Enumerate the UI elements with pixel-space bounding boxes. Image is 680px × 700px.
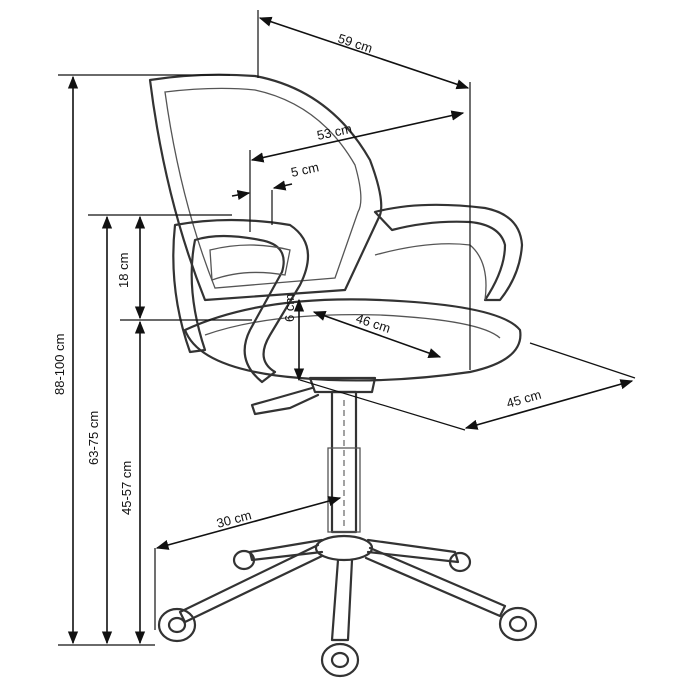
right-armrest bbox=[373, 203, 524, 302]
backrest bbox=[148, 73, 383, 302]
dimension-lines bbox=[67, 16, 634, 645]
label-backrest-width: 53 cm bbox=[316, 121, 354, 143]
height-lever bbox=[250, 386, 320, 416]
left-armrest bbox=[172, 218, 310, 384]
dim-base-radius bbox=[155, 496, 342, 550]
dim-overall-depth bbox=[258, 16, 470, 90]
label-armrest-height: 63-75 cm bbox=[86, 411, 101, 465]
label-armrest-above-seat: 18 cm bbox=[116, 253, 131, 288]
chair-illustration bbox=[148, 73, 538, 678]
seat-mechanism bbox=[308, 376, 377, 394]
dim-backrest-thickness-left bbox=[231, 189, 251, 201]
label-seat-depth: 46 cm bbox=[354, 311, 392, 336]
base-hub bbox=[314, 534, 374, 562]
label-seat-height: 45-57 cm bbox=[119, 461, 134, 515]
dim-seat-width bbox=[464, 379, 634, 430]
right-armrest-lower bbox=[374, 243, 487, 301]
left-armrest-pad bbox=[209, 244, 291, 281]
dim-seat-depth bbox=[312, 311, 442, 358]
casters bbox=[157, 549, 538, 678]
label-armrest-gap: 6 cm bbox=[282, 294, 297, 322]
base-legs bbox=[178, 538, 507, 642]
label-overall-depth: 59 cm bbox=[336, 31, 374, 56]
dim-backrest-thickness-right bbox=[272, 180, 293, 191]
extension-lines bbox=[58, 10, 636, 646]
dim-backrest-width bbox=[250, 110, 465, 163]
label-total-height: 88-100 cm bbox=[52, 334, 67, 395]
backrest-inner bbox=[164, 87, 362, 289]
seat bbox=[183, 298, 522, 382]
label-backrest-thickness: 5 cm bbox=[290, 159, 321, 180]
